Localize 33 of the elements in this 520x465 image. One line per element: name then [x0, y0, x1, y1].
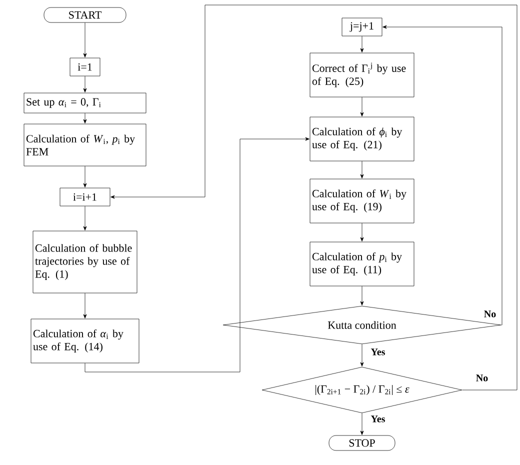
arrow [360, 344, 364, 366]
process-box: Correct of Γ$_{i}$$^{j}$ by use of Eq. (25) [310, 52, 414, 98]
edge-label: No [474, 374, 490, 382]
arrow [360, 413, 364, 435]
arrow [83, 206, 87, 230]
arrow [360, 223, 364, 242]
arrow [110, 4, 518, 390]
arrow [83, 22, 87, 58]
process-box: Calculation of α$_{i}$ by use of Eq. (14) [30, 318, 140, 364]
terminal-box: STOP [328, 435, 396, 451]
arrow [83, 76, 87, 92]
process-box: Calculation of p$_{i}$ by use of Eq. (11) [310, 242, 414, 286]
arrow [83, 166, 87, 188]
arrow [360, 36, 364, 52]
arrow [83, 293, 87, 318]
edge-label: Yes [370, 414, 386, 424]
arrow [360, 286, 364, 306]
process-box: Set up α$_{i}$ = 0, Γ$_{i}$ [24, 92, 146, 114]
edge-label: Yes [370, 348, 386, 356]
terminal-box: START [44, 7, 126, 23]
arrow [83, 113, 87, 124]
process-box: i=1 [70, 58, 100, 76]
process-box: j=j+1 [342, 18, 382, 36]
edge-label: No [482, 310, 498, 318]
arrow [382, 25, 502, 326]
process-box: Calculation of ϕ$_{i}$ by use of Eq. (21) [310, 116, 414, 162]
arrow [360, 97, 364, 116]
process-box: Calculation of bubble trajectories by use of Eq. (1) [32, 230, 138, 294]
arrow [360, 161, 364, 178]
process-box: Calculation of W$_{i}$, p$_{i}$ by FEM [24, 124, 146, 166]
process-box: Calculation of W$_{i}$ by use of Eq. (19) [310, 178, 414, 224]
arrow [84, 137, 310, 372]
process-box: i=i+1 [60, 188, 110, 206]
